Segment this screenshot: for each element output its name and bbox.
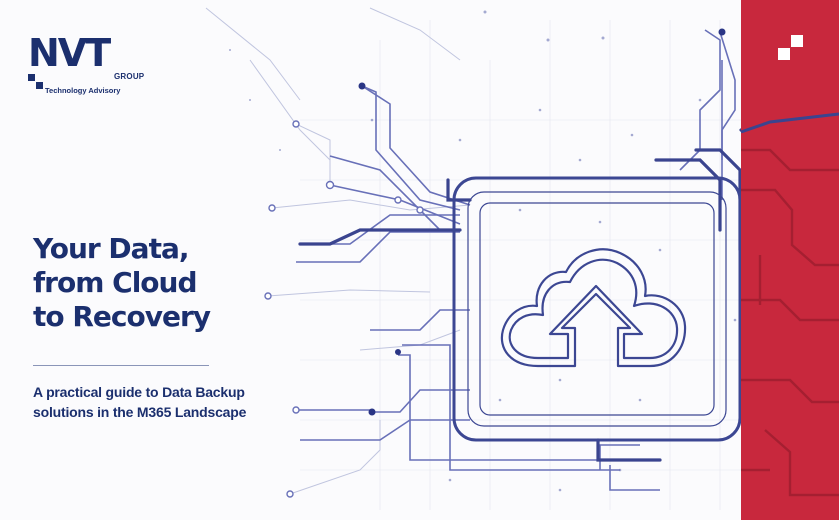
accent-red-band (741, 0, 839, 520)
chip-frame (452, 176, 742, 442)
cloud-upload-icon (500, 248, 687, 368)
logo-pixel-square (36, 82, 43, 89)
logo-tagline: Technology Advisory (45, 86, 121, 95)
circuit-nodes (264, 120, 424, 498)
title-divider (33, 365, 209, 366)
pixel-squares-icon (778, 35, 803, 60)
subtitle-line: A practical guide to Data Backup (33, 384, 245, 400)
circuit-traces (296, 29, 839, 491)
cover-title: Your Data, from Cloud to Recovery (33, 232, 293, 334)
circuit-solid-nodes (358, 28, 726, 416)
title-line: from Cloud (33, 266, 198, 299)
nvt-logo: NVT GROUP Technology Advisory (28, 34, 148, 98)
logo-wordmark: NVT (28, 31, 111, 75)
cover-subtitle: A practical guide to Data Backup solutio… (33, 382, 333, 422)
title-line: to Recovery (33, 300, 211, 333)
logo-pixel-square (28, 74, 35, 81)
subtitle-line: solutions in the M365 Landscape (33, 404, 247, 420)
red-band-traces (741, 148, 839, 497)
logo-group-label: GROUP (114, 72, 145, 81)
red-band-navy-trace (740, 112, 839, 134)
title-line: Your Data, (33, 232, 189, 265)
scatter-dots (229, 10, 737, 492)
